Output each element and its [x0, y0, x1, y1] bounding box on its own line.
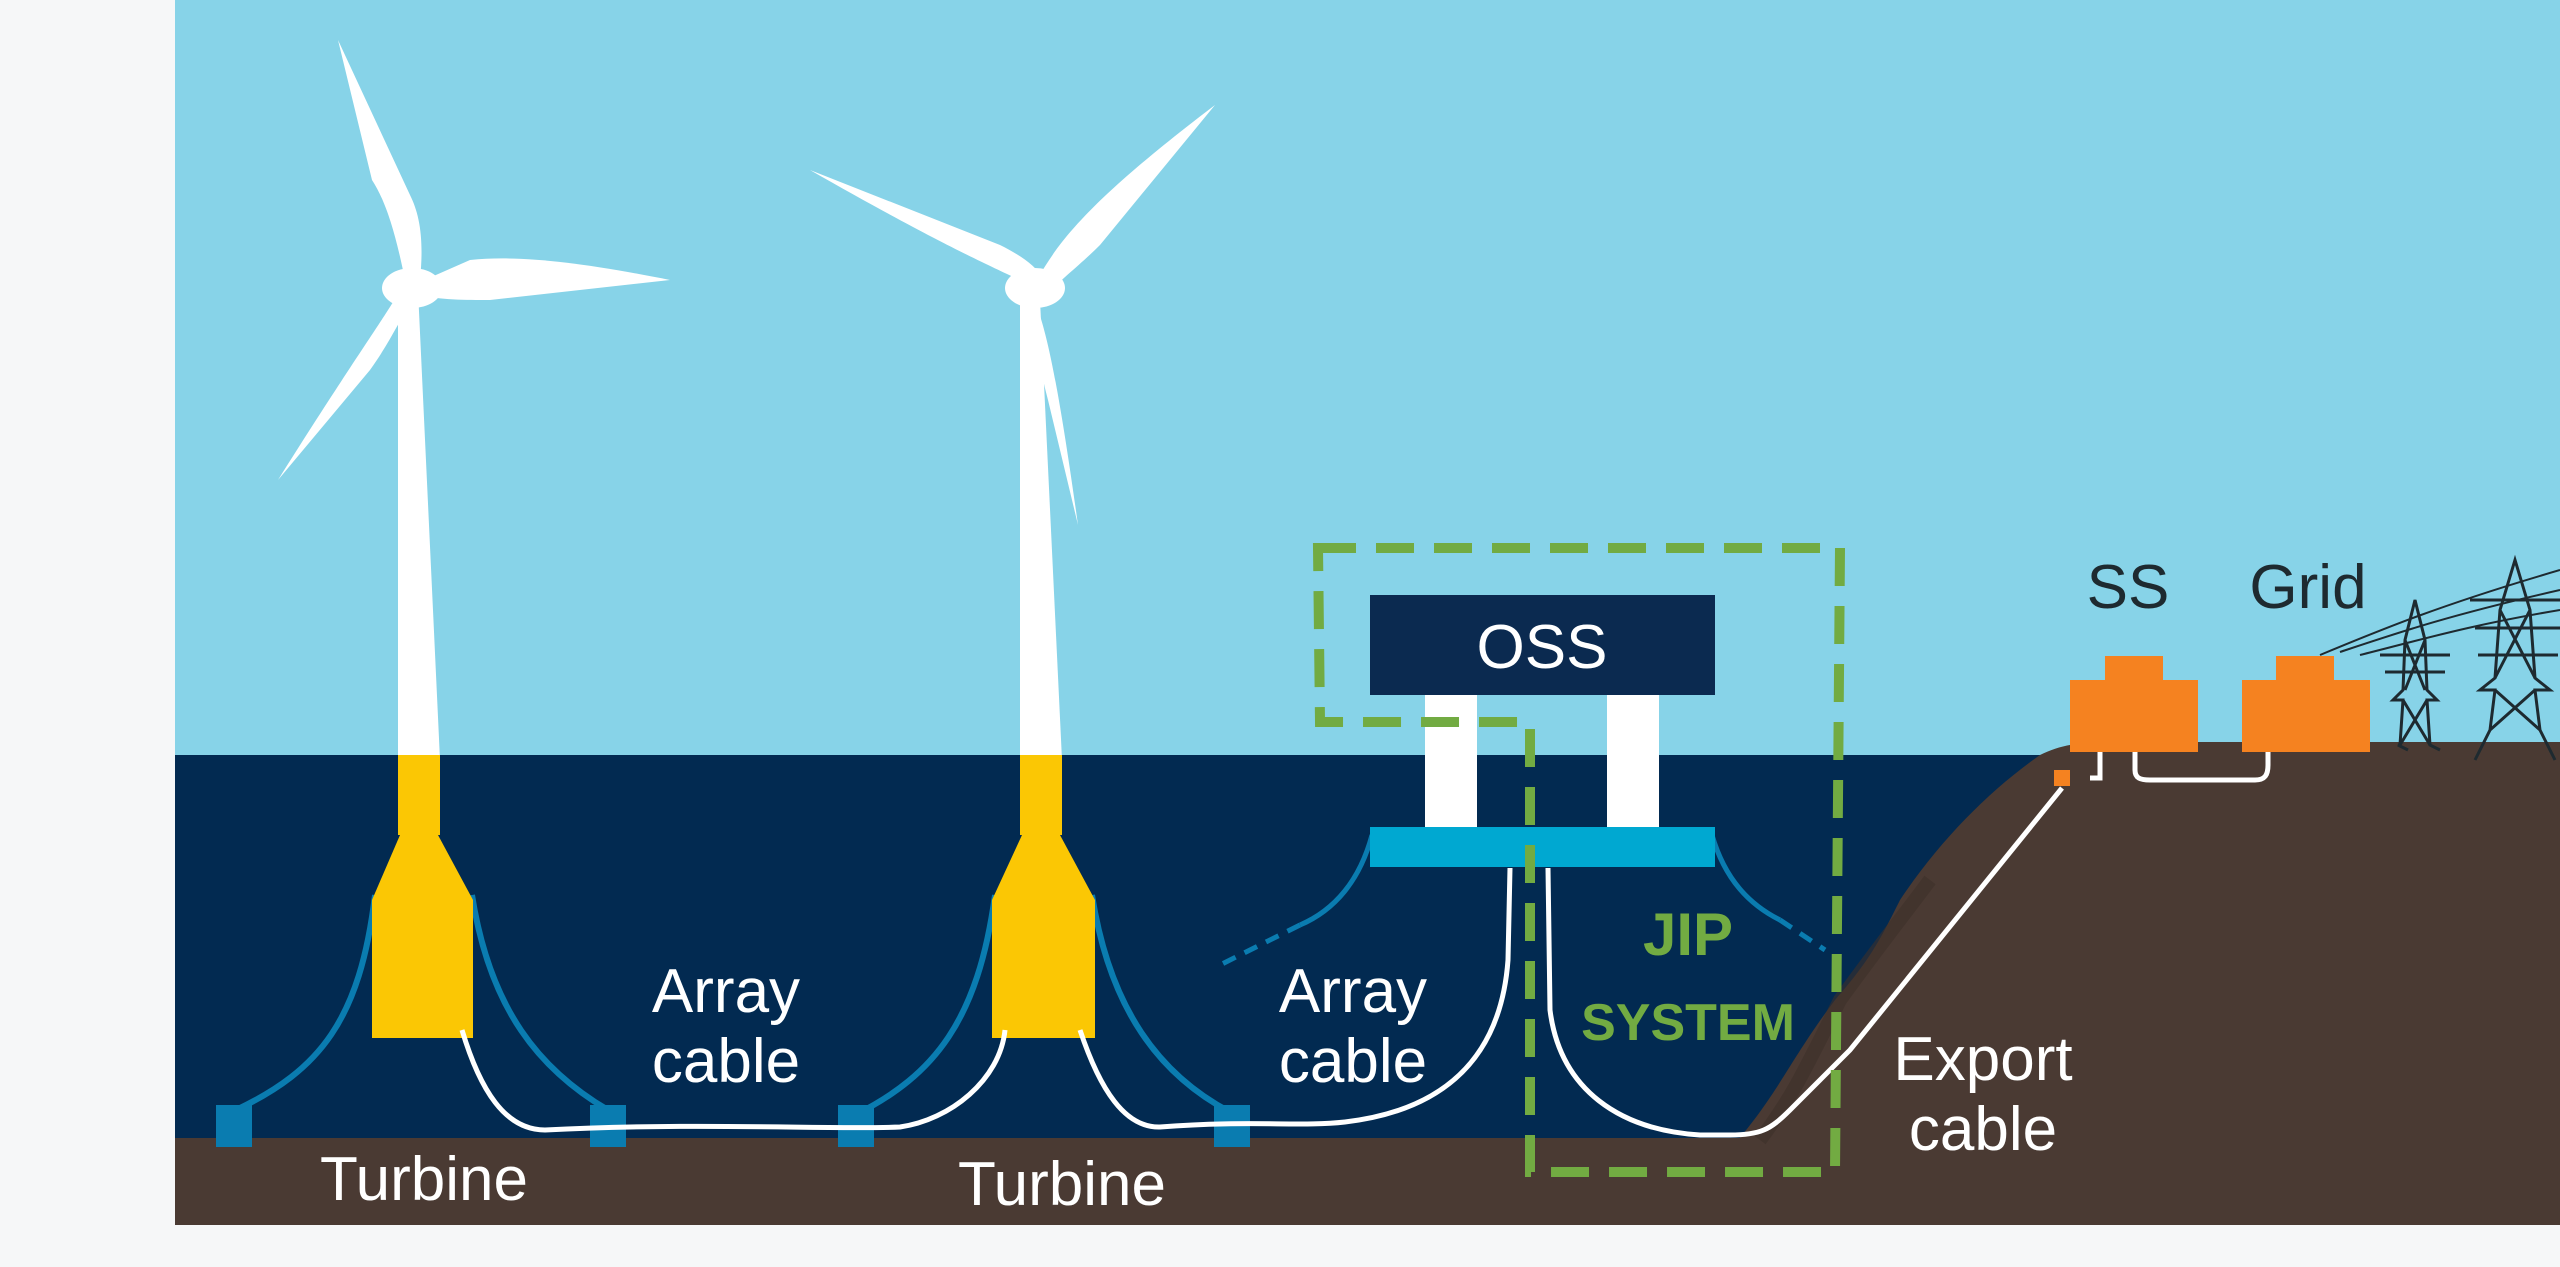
- oss-mooring-line: [1709, 834, 1782, 923]
- tower: [1020, 300, 1062, 760]
- hub: [382, 268, 442, 308]
- anchor-block: [216, 1105, 252, 1147]
- grid-building-top: [2276, 656, 2334, 682]
- blade: [810, 170, 1045, 285]
- coastline-shade: [1754, 875, 1936, 1145]
- blade: [278, 290, 412, 480]
- rotor: [810, 105, 1215, 525]
- mooring-line: [469, 894, 610, 1113]
- cable-joint-marker: [2054, 770, 2070, 786]
- blade: [338, 40, 422, 280]
- oss-label: OSS: [1477, 613, 1608, 682]
- oss-mooring-line: [1299, 834, 1375, 928]
- oss-column: [1425, 692, 1477, 827]
- grid-label: Grid: [2249, 553, 2366, 622]
- sky: [175, 0, 2560, 755]
- turbine-1: [216, 40, 670, 1147]
- oss-column: [1607, 692, 1659, 827]
- transition-piece: [398, 755, 440, 835]
- oss-topside: [1370, 595, 1715, 695]
- oss-mooring-line: [1778, 917, 1827, 953]
- ss-building: [2070, 680, 2198, 752]
- mooring-line: [234, 894, 378, 1113]
- turbine-2: [810, 105, 1250, 1147]
- tower: [398, 290, 440, 760]
- mooring-line: [853, 894, 998, 1118]
- turbine-label-1: Turbine: [320, 1145, 528, 1214]
- transition-piece: [1020, 755, 1062, 835]
- blade: [1030, 300, 1078, 525]
- export-cable-label-line2: cable: [1909, 1095, 2057, 1164]
- array-cable-label-1-line2: cable: [652, 1027, 800, 1096]
- float: [992, 835, 1095, 1038]
- jip-label: JIP: [1643, 901, 1733, 968]
- blade: [420, 258, 670, 300]
- hub: [1005, 268, 1065, 308]
- oss-deck: [1370, 827, 1715, 867]
- mooring-line: [1089, 894, 1232, 1115]
- float: [372, 835, 473, 1038]
- ss-label: SS: [2087, 553, 2170, 622]
- power-line: [2319, 569, 2560, 656]
- transmission-pylons: [2319, 554, 2560, 761]
- array-cable-label-2-line2: cable: [1279, 1027, 1427, 1096]
- array-cable-label-1-line1: Array: [652, 957, 800, 1026]
- ss-building-top: [2105, 656, 2163, 682]
- grid-connector: [2090, 750, 2271, 783]
- jip-system-boundary: [1312, 543, 1846, 1177]
- rotor: [278, 40, 670, 480]
- coastline-land: [1738, 742, 2560, 1225]
- jip-cable: [1545, 786, 2064, 1138]
- onshore-assets: SS Grid: [2054, 553, 2370, 786]
- oss-mooring-line: [1218, 922, 1302, 968]
- array-cable-route: [459, 867, 1513, 1133]
- offshore-substation: OSS: [1218, 595, 2064, 1138]
- array-cable-label-2-line1: Array: [1279, 957, 1427, 1026]
- blade: [1038, 105, 1215, 292]
- grid-building: [2242, 680, 2370, 752]
- system-label: SYSTEM: [1581, 994, 1795, 1052]
- export-cable-label-line1: Export: [1893, 1025, 2072, 1094]
- turbine-label-2: Turbine: [958, 1150, 1166, 1219]
